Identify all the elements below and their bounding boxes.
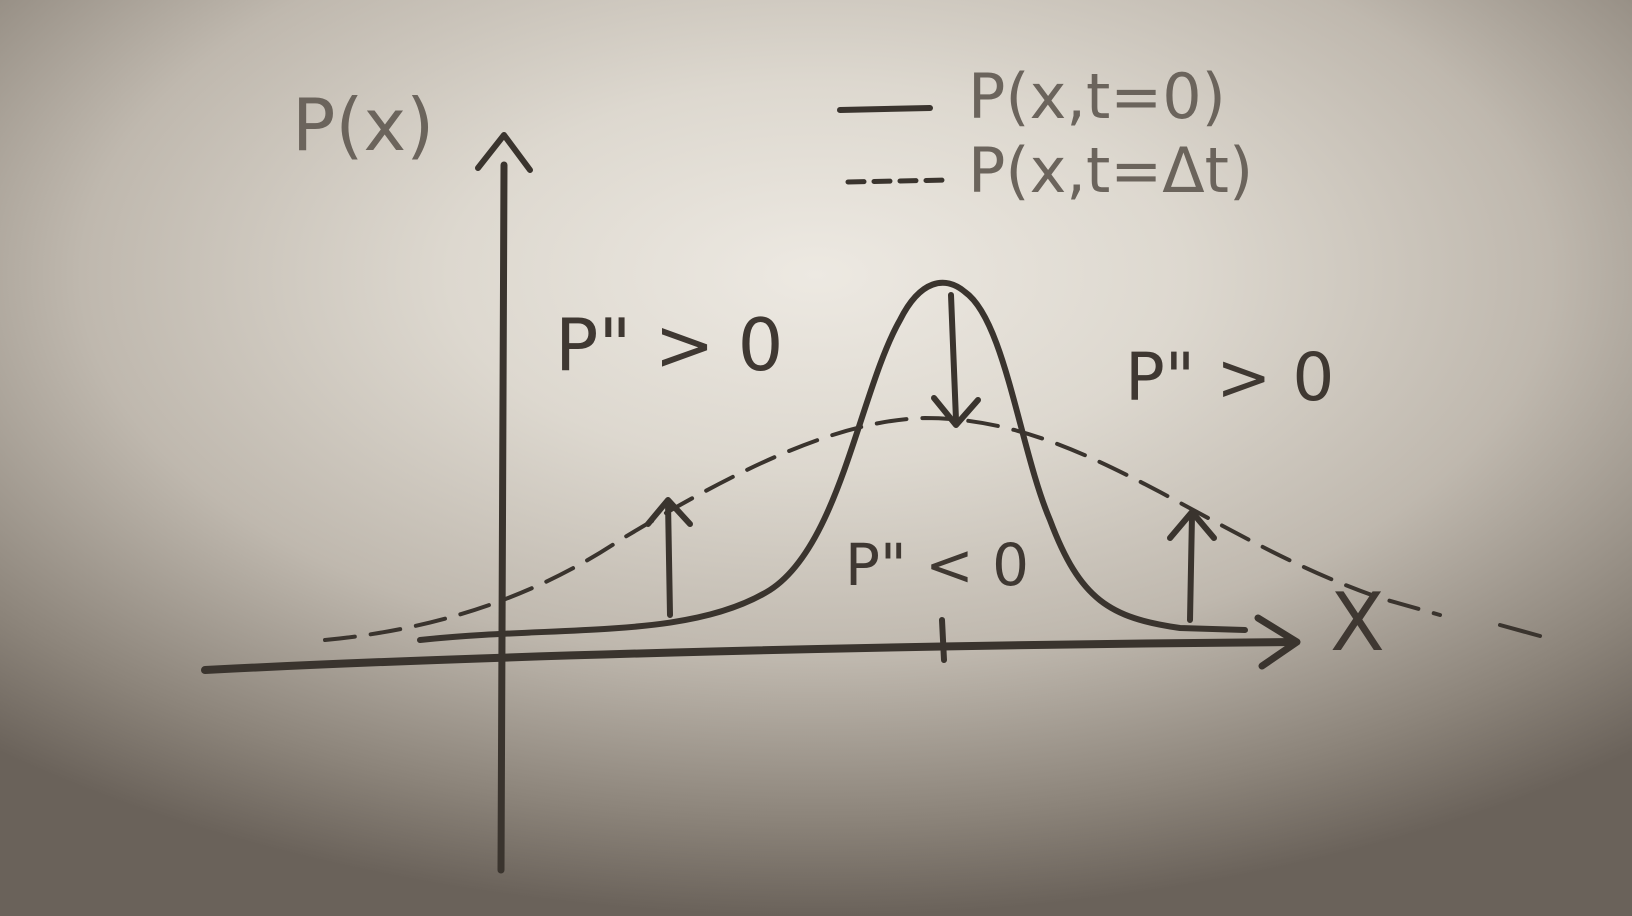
center-region-annotation: P" < 0 (845, 531, 1029, 599)
legend-dashed-label: P(x,t=Δt) (968, 134, 1253, 207)
x-axis (201, 614, 1301, 674)
arrow-up-right (1167, 509, 1217, 623)
x-axis-label: X (1330, 576, 1385, 669)
legend-solid-swatch (837, 105, 933, 113)
left-region-annotation: P" > 0 (555, 303, 783, 387)
arrow-up-left (645, 497, 693, 618)
arrow-down-center (931, 292, 981, 428)
dashed-curve-tail (1498, 623, 1542, 638)
y-axis-label: P(x) (292, 83, 434, 167)
legend: P(x,t=0) P(x,t=Δt) (837, 60, 1253, 207)
initial-distribution-curve (417, 279, 1248, 643)
legend-dashed-swatch (845, 177, 953, 185)
later-distribution-curve (323, 416, 1442, 642)
y-axis (475, 132, 533, 874)
right-region-annotation: P" > 0 (1125, 339, 1334, 416)
legend-solid-label: P(x,t=0) (968, 60, 1226, 133)
mean-tick (939, 617, 947, 663)
